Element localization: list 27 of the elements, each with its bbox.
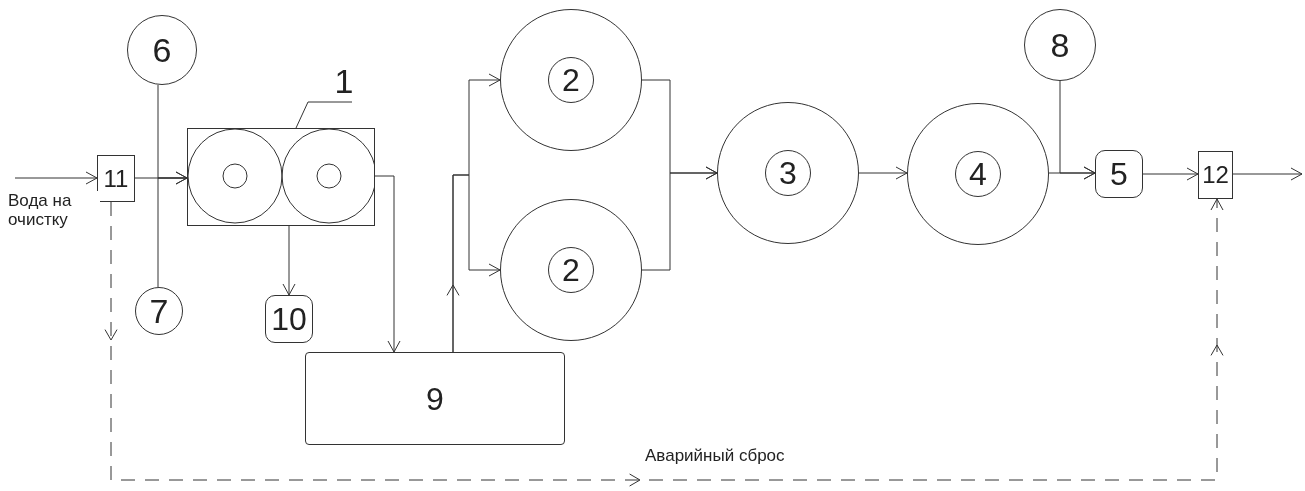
item-number: 7 — [149, 294, 169, 328]
item-number: 9 — [426, 382, 444, 415]
item-number: 12 — [1202, 163, 1229, 187]
valve-box — [97, 155, 135, 202]
item-number: 8 — [1050, 28, 1070, 62]
flow-arrow — [1059, 80, 1096, 180]
item-number: 1 — [334, 64, 354, 98]
flow-arrow — [1232, 167, 1303, 181]
flow-arrow — [858, 166, 908, 180]
item-number: 10 — [271, 303, 307, 335]
item-number: 5 — [1110, 158, 1128, 190]
flow-arrow — [14, 171, 98, 185]
flow-arrow — [157, 171, 188, 288]
flow-arrow — [452, 174, 501, 353]
edge-label: Вода на очистку — [8, 191, 100, 230]
leader-line — [295, 101, 353, 129]
dashed-flow-arrow — [104, 198, 1224, 487]
item-number: 6 — [152, 33, 172, 67]
flow-arrow — [1142, 167, 1199, 181]
valve-box — [1198, 151, 1233, 199]
flow-arrow — [374, 175, 401, 353]
flow-arrow — [641, 166, 718, 271]
process-box — [305, 352, 565, 445]
process-box — [265, 295, 313, 343]
item-number: 11 — [103, 166, 129, 191]
process-box — [1095, 150, 1143, 198]
flow-arrow — [282, 225, 296, 296]
